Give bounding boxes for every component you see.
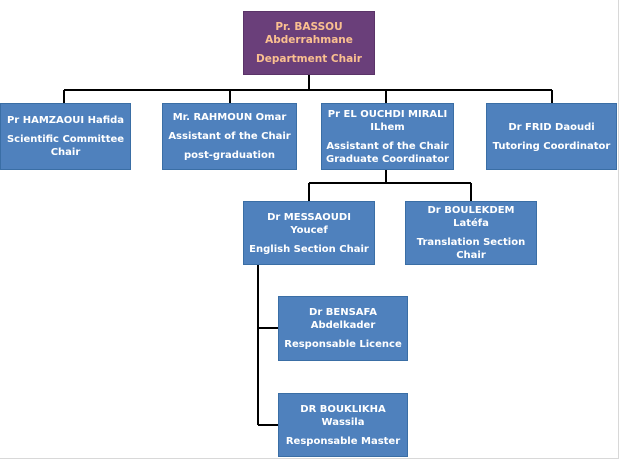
box-role-line2: Chair: [456, 250, 486, 261]
box-role-line1: Tutoring Coordinator: [492, 140, 611, 152]
chair-name-line2: Abderrahmane: [265, 33, 353, 46]
box-name: Dr BOULEKDEM Latéfa: [427, 205, 515, 229]
graduate-coordinator-box: Pr EL OUCHDI MIRALI ILhem Assistant of t…: [321, 103, 454, 170]
box-name: Dr MESSAOUDI Youcef: [267, 211, 351, 236]
box-name: DR BOUKLIKHA Wassila: [300, 403, 386, 428]
responsable-master-box: DR BOUKLIKHA Wassila Responsable Master: [278, 393, 408, 457]
chair-name-line1: Pr. BASSOU: [275, 20, 343, 33]
tutoring-coordinator-box: Dr FRID Daoudi Tutoring Coordinator: [486, 103, 617, 170]
box-name-line2: Abdelkader: [310, 320, 376, 331]
box-name-line2: ILhem: [370, 121, 405, 133]
box-role-line1: Assistant of the Chair: [326, 140, 449, 152]
department-chair-box: Pr. BASSOU Abderrahmane Department Chair: [243, 11, 375, 75]
english-section-chair-box: Dr MESSAOUDI Youcef English Section Chai…: [243, 201, 375, 265]
box-role-line1: Responsable Licence: [284, 339, 402, 350]
responsable-licence-box: Dr BENSAFA Abdelkader Responsable Licenc…: [278, 296, 408, 361]
assistant-post-graduation-box: Mr. RAHMOUN Omar Assistant of the Chair …: [162, 103, 297, 170]
box-name: Pr HAMZAOUI Hafida: [6, 115, 125, 126]
box-role-line2: Chair: [50, 147, 81, 158]
box-role-line1: Translation Section: [416, 237, 526, 248]
box-name-line1: Dr BENSAFA: [309, 307, 377, 318]
scientific-committee-chair-box: Pr HAMZAOUI Hafida Scientific Committee …: [0, 103, 131, 170]
box-name: Mr. RAHMOUN Omar: [172, 112, 287, 123]
box-role-line2: Graduate Coordinator: [326, 153, 450, 165]
box-role-line1: Responsable Master: [285, 435, 401, 447]
box-role-line1: Scientific Committee: [6, 134, 125, 145]
translation-section-chair-box: Dr BOULEKDEM Latéfa Translation Section …: [405, 201, 537, 265]
box-role-line2: post-graduation: [184, 150, 275, 161]
chair-role: Department Chair: [256, 52, 362, 65]
box-role-line1: Assistant of the Chair: [168, 131, 291, 142]
box-name: Dr FRID Daoudi: [508, 121, 595, 133]
box-name-line1: Pr EL OUCHDI MIRALI: [327, 108, 448, 120]
box-role-line1: English Section Chair: [249, 243, 369, 255]
